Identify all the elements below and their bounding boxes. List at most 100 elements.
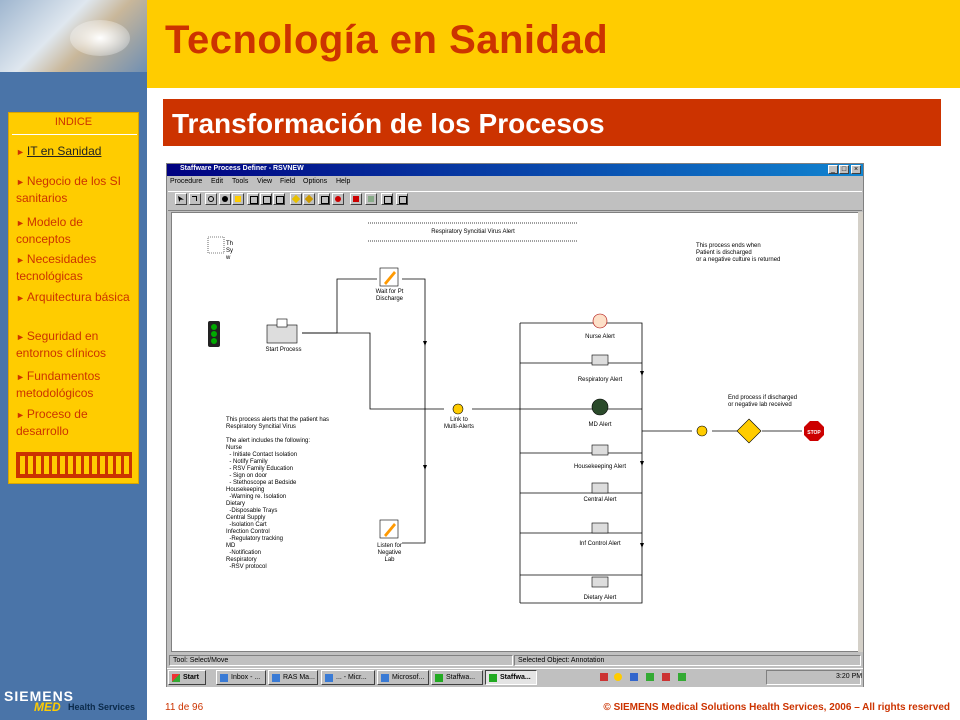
index-item-modelo[interactable]: ►Modelo de conceptos	[16, 215, 83, 246]
print-tool-button[interactable]	[396, 193, 408, 205]
task-microsoft[interactable]: Microsof...	[377, 670, 429, 685]
clock[interactable]: 3:20 PM	[836, 673, 863, 680]
stop-sign-tool-button[interactable]	[350, 193, 362, 205]
arrow-right-icon: ►	[16, 293, 25, 303]
index-item-necesidades[interactable]: ►Necesidades tecnológicas	[16, 252, 97, 283]
diagram-fragment-2: Sy	[226, 248, 234, 254]
minimize-button[interactable]: _	[828, 165, 838, 174]
ras-icon	[272, 674, 280, 682]
windows-logo-icon	[172, 674, 180, 682]
node-end-note-1: End process if discharged	[728, 395, 798, 401]
index-item-seguridad[interactable]: ►Seguridad en entornos clínicos	[16, 329, 107, 360]
process-canvas[interactable]: STOP Respiratory Syncitial Virus Alert T…	[171, 212, 859, 652]
diagram-fragment-1: Th	[226, 241, 234, 247]
node-start-label: Start Process	[265, 347, 302, 353]
task-staffware-1[interactable]: Staffwa...	[431, 670, 483, 685]
index-item-arquitectura[interactable]: ►Arquitectura básica	[16, 290, 130, 304]
menubar	[168, 177, 862, 189]
task-staffware-2[interactable]: Staffwa...	[485, 670, 537, 685]
inbox-icon	[220, 674, 228, 682]
arrow-right-icon: ►	[16, 218, 25, 228]
quick-launch-icon[interactable]	[614, 673, 622, 681]
header-photo	[0, 0, 147, 72]
diagram-fragment-3: w	[226, 255, 231, 261]
health-services-label: Health Services	[68, 702, 136, 712]
quick-launch-icon[interactable]	[662, 673, 670, 681]
slide-title: Tecnología en Sanidad	[165, 18, 609, 62]
select-tool-button[interactable]	[175, 193, 187, 205]
stop-tool-button[interactable]	[332, 193, 344, 205]
header-band	[147, 0, 960, 88]
node-infc-label: Inf Control Alert	[579, 541, 621, 547]
arrow-right-icon: ►	[16, 147, 25, 157]
med-logo: MED	[34, 700, 61, 714]
condition-tool-button[interactable]	[290, 193, 302, 205]
page-number: 11 de 96	[165, 702, 204, 713]
window-titlebar[interactable]	[167, 164, 863, 176]
node-end-note-2: or negative lab received	[728, 402, 792, 408]
status-tool: Tool: Select/Move	[169, 655, 513, 666]
node-wait-label-1: Wait for Pt	[375, 289, 404, 295]
node-nurse-label: Nurse Alert	[585, 334, 615, 340]
menu-edit[interactable]: Edit	[211, 178, 224, 185]
task-inbox[interactable]: Inbox - ...	[216, 670, 266, 685]
start-button[interactable]: Start	[168, 670, 206, 685]
index-item-it-sanidad[interactable]: ►IT en Sanidad	[16, 144, 102, 158]
diagram-connectors: STOP	[207, 222, 824, 604]
copyright: © SIEMENS Medical Solutions Health Servi…	[603, 702, 950, 713]
node-resp-label: Respiratory Alert	[577, 377, 623, 383]
index-item-negocio[interactable]: ►Negocio de los SI sanitarios	[16, 174, 121, 205]
quick-launch-icon[interactable]	[630, 673, 638, 681]
node-central-label: Central Alert	[583, 497, 617, 503]
arrow-tool-button[interactable]	[232, 193, 244, 205]
quick-launch-icon[interactable]	[646, 673, 654, 681]
arrow-right-icon: ►	[16, 332, 25, 342]
open-tool-button[interactable]	[365, 193, 377, 205]
svg-text:STOP: STOP	[807, 430, 821, 436]
wait-tool-button[interactable]	[303, 193, 315, 205]
menu-help[interactable]: Help	[336, 178, 351, 185]
quick-launch-icon[interactable]	[678, 673, 686, 681]
staffware-icon	[435, 674, 443, 682]
arrow-right-icon: ►	[16, 177, 25, 187]
slide-subtitle: Transformación de los Procesos	[172, 108, 605, 139]
index-title: INDICE	[54, 116, 93, 128]
node-listen-label-1: Listen for	[377, 543, 402, 549]
status-selected: Selected Object: Annotation	[514, 655, 861, 666]
vertical-scrollbar[interactable]	[858, 212, 863, 652]
cut-tool-button[interactable]	[381, 193, 393, 205]
event-tool-button[interactable]	[260, 193, 272, 205]
node-listen-label-3: Lab	[384, 557, 395, 563]
diagram-end-note-1: This process ends when	[696, 243, 761, 249]
diagram-left-note: This process alerts that the patient has…	[226, 417, 330, 570]
menu-procedure[interactable]: Procedure	[170, 178, 203, 185]
node-house-label: Housekeeping Alert	[573, 464, 627, 470]
maximize-button[interactable]: □	[839, 165, 849, 174]
node-dietary-label: Dietary Alert	[583, 595, 617, 601]
diagram-banner: Respiratory Syncitial Virus Alert	[431, 229, 515, 235]
node-md-label: MD Alert	[588, 422, 612, 428]
task-browser[interactable]: ... - Micr...	[321, 670, 375, 685]
staffware-icon	[489, 674, 497, 682]
menu-tools[interactable]: Tools	[232, 178, 249, 185]
task-ras[interactable]: RAS Ma...	[268, 670, 318, 685]
start-tool-button[interactable]	[205, 193, 217, 205]
node-listen-label-2: Negative	[377, 550, 402, 556]
quick-launch-icon[interactable]	[600, 673, 608, 681]
close-button[interactable]: ×	[851, 165, 861, 174]
menu-options[interactable]: Options	[303, 178, 328, 185]
stop-step-tool-button[interactable]	[219, 193, 231, 205]
index-item-proceso[interactable]: ►Proceso de desarrollo	[16, 407, 88, 438]
connect-tool-button[interactable]	[189, 193, 201, 205]
quick-launch	[600, 673, 760, 683]
siemens-logo: SIEMENS	[4, 688, 75, 704]
index-item-fundamentos[interactable]: ►Fundamentos metodológicos	[16, 369, 101, 400]
node-link-label-1: Link to	[450, 417, 468, 423]
script-tool-button[interactable]	[273, 193, 285, 205]
form-tool-button[interactable]	[247, 193, 259, 205]
menu-view[interactable]: View	[257, 178, 273, 185]
menu-field[interactable]: Field	[280, 178, 296, 185]
complex-router-button[interactable]	[318, 193, 330, 205]
diagram-end-note-2: Patient is discharged	[696, 250, 752, 256]
arrow-right-icon: ►	[16, 410, 25, 420]
